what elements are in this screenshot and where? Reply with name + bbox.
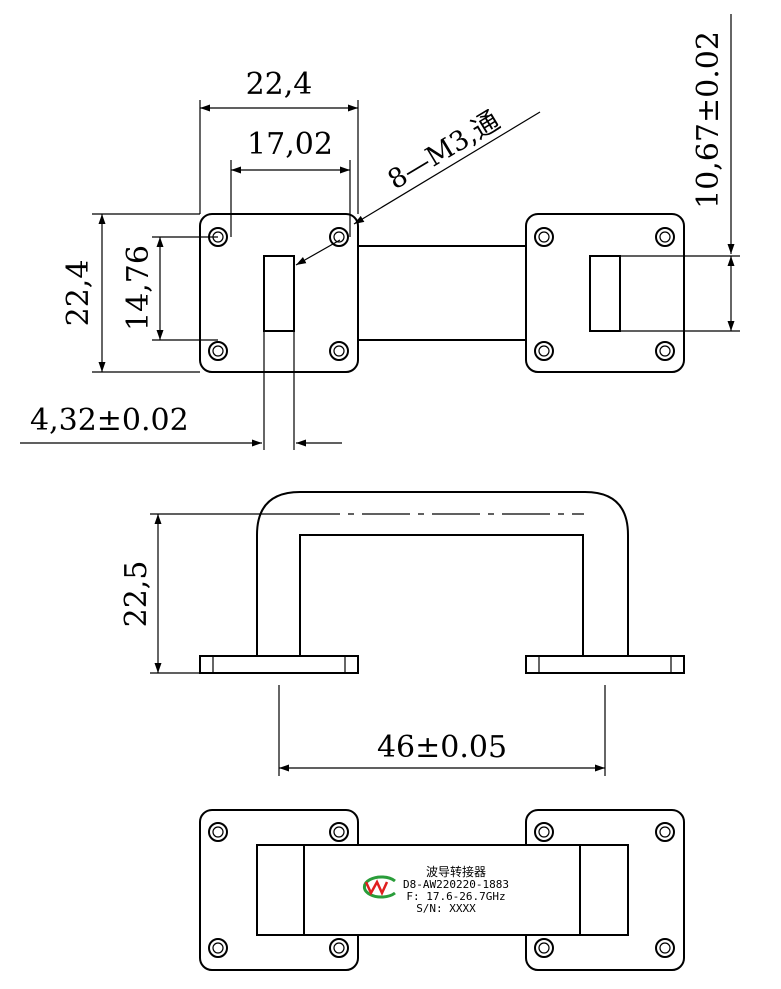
dim-slot-height: 10,67±0.02 bbox=[691, 31, 726, 209]
mounting-hole bbox=[329, 341, 349, 361]
mounting-hole bbox=[329, 227, 349, 247]
bend-inner bbox=[299, 534, 584, 656]
right-flange bbox=[525, 213, 685, 373]
right-flange-side bbox=[525, 655, 685, 674]
left-flange-side bbox=[199, 655, 359, 674]
dim-hole-spacing-x: 17,02 bbox=[247, 127, 333, 162]
mounting-hole bbox=[208, 341, 228, 361]
dim-top-width: 22,4 bbox=[246, 67, 313, 102]
bend-outer bbox=[256, 491, 629, 656]
dim-hole-spacing-y: 14,76 bbox=[121, 245, 156, 331]
label-title: 波导转接器 bbox=[426, 864, 486, 879]
bottom-view: 波导转接器 D8-AW220220-1883 F: 17.6-26.7GHz S… bbox=[199, 809, 685, 971]
dim-port-spacing: 46±0.05 bbox=[377, 730, 507, 765]
left-flange bbox=[199, 213, 359, 373]
label-frequency: F: 17.6-26.7GHz bbox=[406, 890, 505, 903]
dim-slot-width: 4,32±0.02 bbox=[30, 403, 189, 438]
waveguide-body-bottom bbox=[256, 844, 629, 936]
label-serial: S/N: XXXX bbox=[416, 902, 476, 915]
waveguide-slot bbox=[589, 255, 621, 332]
dim-bend-height: 22,5 bbox=[119, 561, 154, 628]
dim-flange-height: 22,4 bbox=[61, 260, 96, 327]
top-view: 22,4 17,02 8—M3,通 22,4 14,76 4,32±0.02 1… bbox=[20, 14, 740, 450]
side-view: 22,5 46±0.05 bbox=[119, 491, 685, 776]
company-logo bbox=[362, 875, 396, 899]
label-part-number: D8-AW220220-1883 bbox=[403, 878, 509, 891]
waveguide-slot bbox=[263, 255, 295, 332]
screw-note: 8—M3,通 bbox=[383, 105, 506, 196]
